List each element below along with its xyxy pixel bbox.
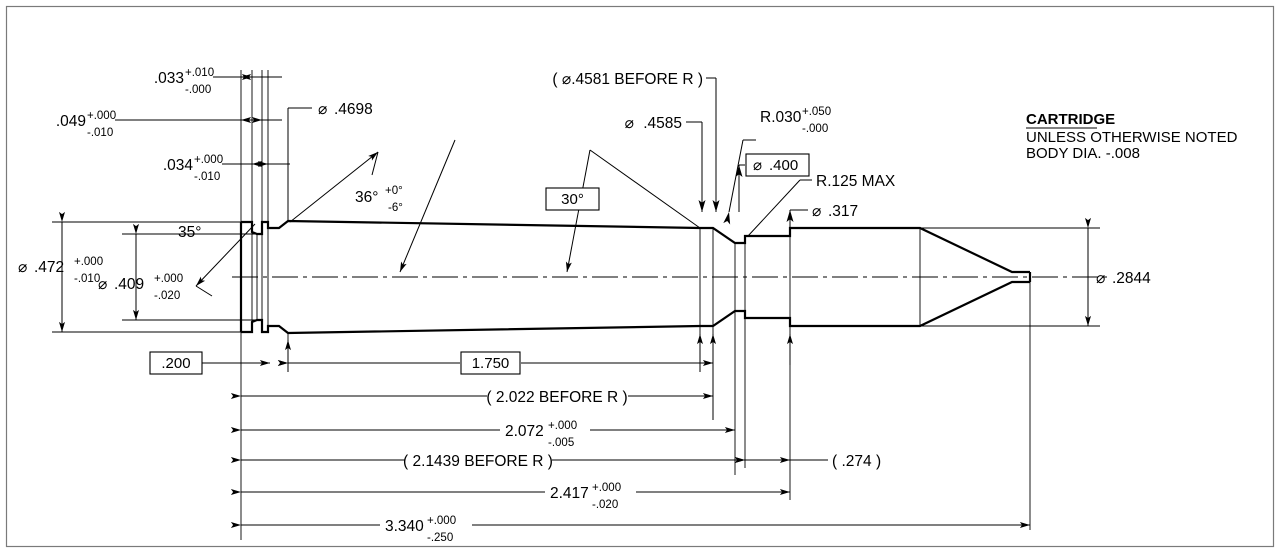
dim-groove-width-minus: -.010 <box>194 171 220 183</box>
dim-rim-bevel-angle: 35° <box>178 224 201 241</box>
shoulder-angle-callout: 30° <box>545 149 701 273</box>
dim-body-length: 1.750 <box>472 355 510 372</box>
extractor-angle-callout: 36° +0° -6° <box>289 151 403 223</box>
neck-diameter-callout: ⌀ .400 <box>735 153 810 212</box>
dim-case-length-minus: -.020 <box>592 499 618 511</box>
bullet-diameter-callout: ⌀ .317 <box>786 203 858 228</box>
dim-extractor-angle-plus: +0° <box>385 185 403 197</box>
dim-shoulder-radius-value: R.030 <box>760 109 802 126</box>
dim-length-before-r: ( 2.022 BEFORE R ) <box>486 389 627 406</box>
dim-rim-diameter-symbol: ⌀ <box>18 259 28 276</box>
shoulder-angle-box <box>545 187 600 211</box>
shoulder-radius-callout: R.030 +.050 -.000 <box>723 106 831 225</box>
notes-heading: CARTRIDGE <box>1026 111 1115 128</box>
head-diameter-callout: ⌀ .4698 <box>287 101 373 221</box>
dim-groove-diameter-value: .409 <box>114 276 144 293</box>
neck-diameter-box <box>745 153 810 177</box>
dim-neck-diameter-value: .400 <box>769 157 798 174</box>
notes-line-1: UNLESS OTHERWISE NOTED <box>1026 129 1238 146</box>
dim-shoulder-angle: 30° <box>561 191 584 208</box>
dim-neck-start-before-r: ( 2.1439 BEFORE R ) <box>403 453 553 470</box>
dim-groove-width-value: .034 <box>163 157 194 174</box>
dim-rim-diameter-minus: -.010 <box>74 273 100 285</box>
rim-detail-dimensions: .033 +.010 -.000 .049 +.000 -.010 .034 +… <box>56 67 290 222</box>
dim-case-length-value: 2.417 <box>550 485 589 502</box>
dim-overall-length-minus: -.250 <box>427 532 453 544</box>
dim-shoulder-length-value: 2.072 <box>505 423 544 440</box>
dim-shoulder-length-plus: +.000 <box>548 420 577 432</box>
dim-groove-diameter-symbol: ⌀ <box>98 276 108 293</box>
dim-groove-width-plus: +.000 <box>194 154 223 166</box>
feature-leader-arrows <box>285 334 793 420</box>
notes-line-2: BODY DIA. -.008 <box>1026 145 1140 162</box>
dim-overall-length-value: 3.340 <box>385 518 424 535</box>
dim-rim-thickness-value: .033 <box>154 70 184 87</box>
dim-bullet-diameter-value: .317 <box>828 203 858 220</box>
dim-head-diameter-value: .4698 <box>334 101 373 118</box>
dim-rim-diameter-plus: +.000 <box>74 256 103 268</box>
neck-radius-callout: R.125 MAX <box>747 173 896 237</box>
left-diameter-dimensions: ⌀ .472 +.000 -.010 ⌀ .409 +.000 -.020 <box>18 211 257 333</box>
dim-rim-diameter-value: .472 <box>34 259 64 276</box>
dim-neck-length-ref: ( .274 ) <box>832 453 881 470</box>
rim-bevel-angle-callout: 35° <box>178 223 256 297</box>
dim-groove-diameter-minus: -.020 <box>154 290 180 302</box>
dim-rim-to-groove-value: .049 <box>56 113 86 130</box>
dim-extractor-angle-value: 36° <box>355 189 378 206</box>
sheet-border <box>5 5 1275 548</box>
dim-rim-thickness-plus: +.010 <box>185 67 214 79</box>
dim-rim-to-groove-minus: -.010 <box>87 127 113 139</box>
shoulder-diameter-callout: ⌀ .4585 <box>625 115 706 213</box>
dim-rim-to-groove-plus: +.000 <box>87 110 116 122</box>
dim-shoulder-radius-plus: +.050 <box>802 106 831 118</box>
bullet-tip-diameter-dimension: ⌀ .2844 <box>920 217 1151 327</box>
dim-bullet-tip-value: .2844 <box>1112 270 1151 287</box>
dim-extractor-angle-minus: -6° <box>388 202 403 214</box>
dim-groove-diameter-plus: +.000 <box>154 273 183 285</box>
shoulder-dia-before-r-callout: ( ⌀.4581 BEFORE R ) <box>552 71 720 213</box>
notes-block: CARTRIDGE UNLESS OTHERWISE NOTED BODY DI… <box>1026 111 1238 162</box>
dim-shoulder-dia-before-r: ( ⌀.4581 BEFORE R ) <box>552 71 703 88</box>
dim-head-diameter-symbol: ⌀ <box>318 101 328 118</box>
dim-bullet-tip-symbol: ⌀ <box>1096 270 1106 287</box>
body-taper-leader <box>399 139 456 273</box>
dim-neck-radius: R.125 MAX <box>816 173 896 190</box>
dim-overall-length-plus: +.000 <box>427 515 456 527</box>
dim-head-to-taper: .200 <box>161 355 190 372</box>
dim-case-length-plus: +.000 <box>592 482 621 494</box>
bottom-dimension-stack: .200 1.750 ( 2.022 BEFORE R ) 2.072 +.00… <box>149 282 1031 544</box>
cartridge-profile <box>239 219 1032 335</box>
dim-shoulder-diameter-value: .4585 <box>643 115 682 132</box>
dim-shoulder-radius-minus: -.000 <box>802 123 828 135</box>
dim-rim-thickness-minus: -.000 <box>185 84 211 96</box>
dim-shoulder-diameter-symbol: ⌀ <box>625 115 635 132</box>
dim-bullet-diameter-symbol: ⌀ <box>812 203 822 220</box>
dim-shoulder-length-minus: -.005 <box>548 437 574 449</box>
dim-neck-diameter-symbol: ⌀ <box>753 157 762 174</box>
body-length-box <box>460 351 521 375</box>
